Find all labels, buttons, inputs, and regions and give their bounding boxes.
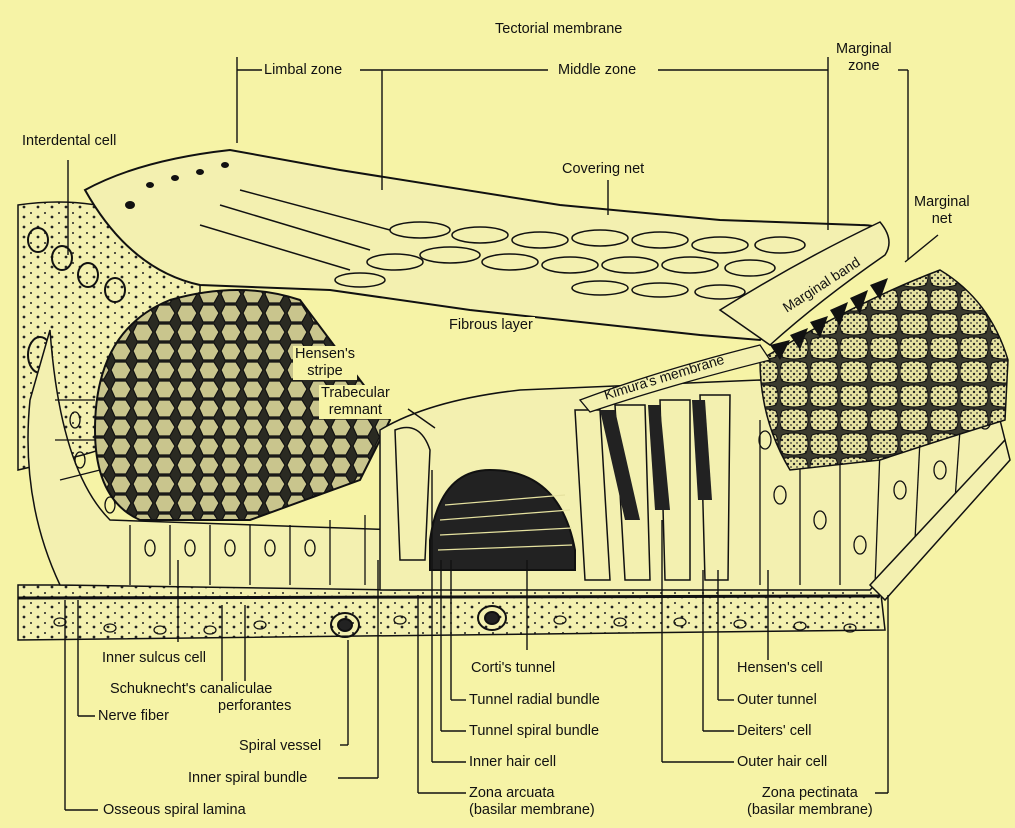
label-hensens-stripe: Hensen's stripe: [293, 346, 357, 380]
label-hensens-stripe-line1: Hensen's: [295, 346, 355, 363]
label-inner-sulcus-cell: Inner sulcus cell: [100, 650, 208, 667]
label-middle-zone: Middle zone: [556, 62, 638, 79]
label-hensens-stripe-line2: stripe: [295, 363, 355, 380]
label-fibrous-layer: Fibrous layer: [447, 317, 535, 334]
label-covering-net: Covering net: [560, 161, 646, 178]
label-schuknecht-canaliculae: Schuknecht's canaliculae: [108, 681, 274, 698]
label-tectorial-membrane: Tectorial membrane: [493, 21, 624, 38]
label-marginal-net: Marginal net: [912, 194, 972, 228]
label-cortis-tunnel: Corti's tunnel: [469, 660, 557, 677]
label-hensens-cell: Hensen's cell: [735, 660, 825, 677]
label-tunnel-radial-bundle: Tunnel radial bundle: [467, 692, 602, 709]
label-osseous-spiral-lamina: Osseous spiral lamina: [101, 802, 248, 819]
label-deiters-cell: Deiters' cell: [735, 723, 813, 740]
label-nerve-fiber: Nerve fiber: [96, 708, 171, 725]
label-inner-spiral-bundle: Inner spiral bundle: [186, 770, 309, 787]
label-marginal-zone-line2: zone: [836, 58, 892, 75]
label-trabecular-remnant: Trabecular remnant: [319, 385, 392, 419]
label-tunnel-spiral-bundle: Tunnel spiral bundle: [467, 723, 601, 740]
label-zona-arcuata-line2: (basilar membrane): [469, 802, 595, 819]
label-marginal-net-line2: net: [914, 211, 970, 228]
label-schuknecht-perforantes: perforantes: [216, 698, 293, 715]
label-limbal-zone: Limbal zone: [262, 62, 344, 79]
label-interdental-cell: Interdental cell: [20, 133, 118, 150]
label-spiral-vessel: Spiral vessel: [237, 738, 323, 755]
label-inner-hair-cell: Inner hair cell: [467, 754, 558, 771]
label-outer-tunnel: Outer tunnel: [735, 692, 819, 709]
label-zona-arcuata: Zona arcuata (basilar membrane): [467, 785, 597, 819]
label-trabecular-remnant-line2: remnant: [321, 402, 390, 419]
label-marginal-net-line1: Marginal: [914, 194, 970, 211]
label-zona-pectinata-line2: (basilar membrane): [747, 802, 873, 819]
label-zona-pectinata-line1: Zona pectinata: [747, 785, 873, 802]
label-outer-hair-cell: Outer hair cell: [735, 754, 829, 771]
label-trabecular-remnant-line1: Trabecular: [321, 385, 390, 402]
label-zona-pectinata: Zona pectinata (basilar membrane): [745, 785, 875, 819]
label-zona-arcuata-line1: Zona arcuata: [469, 785, 595, 802]
label-marginal-zone-line1: Marginal: [836, 41, 892, 58]
label-marginal-zone: Marginal zone: [834, 41, 894, 75]
